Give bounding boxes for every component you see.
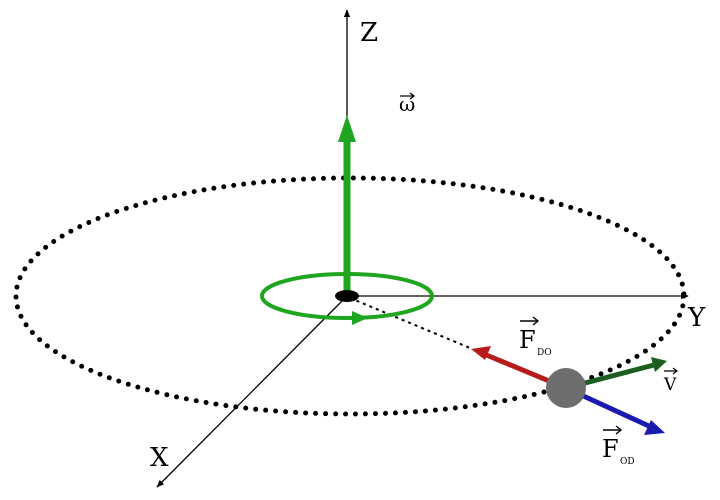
radius-line [349,297,471,349]
force-do-label: F DO [519,316,552,358]
velocity-head-icon [651,357,667,372]
force-od-vector-arrow-icon [603,425,623,435]
force-do-subscript: DO [537,348,552,358]
force-do-vector-arrow-icon [520,316,540,326]
omega-vector-head-icon [338,115,356,142]
omega-label: ω [399,92,415,116]
velocity-symbol: V [663,375,677,395]
velocity-label: V [663,367,678,395]
force-do-symbol: F [519,326,536,354]
force-od-label: F OD [602,425,635,467]
force-od-subscript: OD [620,457,635,467]
omega-symbol: ω [399,92,415,116]
omega-vector-arrow-icon [400,92,416,100]
force-od-head-icon [644,420,665,435]
rotation-direction-arrow-icon [352,311,368,325]
force-do-head-icon [471,346,491,360]
force-od-symbol: F [602,435,619,463]
z-axis-label: Z [360,18,378,48]
velocity-vector-arrow-icon [664,367,678,375]
x-axis [156,295,348,488]
origin-point [335,290,359,302]
x-axis-label: X [150,443,169,473]
ball [546,368,586,408]
y-axis-label: Y [687,303,706,333]
